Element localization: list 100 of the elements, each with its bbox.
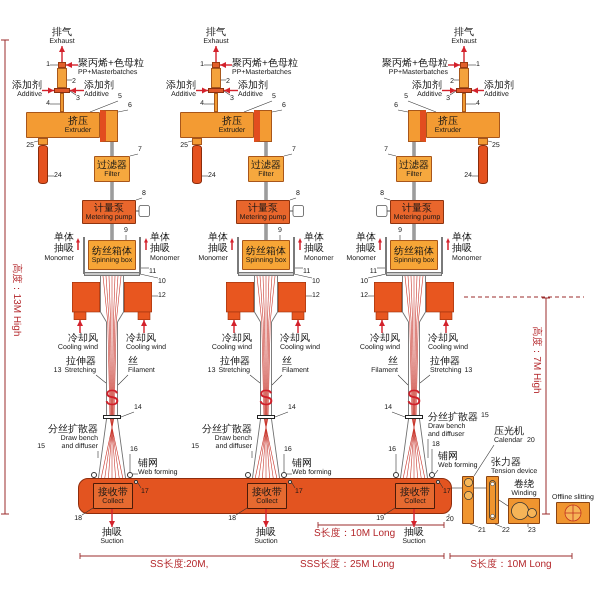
web-line: [498, 500, 508, 506]
drive-motor: [38, 145, 48, 184]
machine-label: 纺丝箱体: [92, 246, 132, 256]
flow-label: 添加剂: [484, 80, 514, 91]
feed-pipe: [214, 93, 218, 112]
drawing-duct: [106, 322, 118, 415]
machine-label: 张力器: [491, 457, 521, 468]
leader-line: [118, 110, 128, 112]
melt-pipe: [110, 224, 114, 240]
filter-block: [396, 156, 432, 182]
leader-line: [120, 412, 134, 418]
machine-label: 计量泵: [248, 202, 278, 214]
dimension-label: 高度：7M High: [530, 326, 542, 394]
melt-flange: [254, 110, 272, 142]
feed-pipe: [462, 93, 466, 112]
guide-roller: [281, 472, 287, 478]
gearbox: [38, 138, 48, 145]
callout-label: 铺网: [138, 458, 158, 469]
drive-motor: [192, 145, 202, 184]
leader-line: [140, 274, 158, 278]
machine-label: 接收带: [98, 486, 128, 498]
leader-line: [136, 198, 142, 200]
callout-label: 拉伸器: [430, 356, 460, 367]
flow-label: 抽吸: [404, 527, 424, 538]
stage-mark: S: [406, 386, 422, 410]
machine-label: 挤压: [438, 116, 458, 126]
melt-pipe: [412, 182, 416, 200]
additive-inlet-ring: [456, 88, 472, 93]
callout-label: 拉伸器: [220, 356, 250, 367]
flow-arrow: [472, 88, 484, 94]
leader-line: [294, 274, 312, 278]
guide-roller: [393, 472, 399, 478]
melt-pipe: [412, 224, 416, 240]
callout-label: 丝: [388, 356, 398, 367]
dimension-label: S长度：10M Long: [314, 528, 396, 539]
flow-label: 排气: [206, 27, 226, 38]
guide-roller: [288, 480, 292, 484]
melt-pipe: [110, 182, 114, 200]
flow-arrow: [379, 320, 385, 333]
leader-line: [118, 374, 128, 386]
machine-label: 挤压: [68, 116, 88, 126]
machine-label: 过滤器: [251, 160, 281, 170]
guide-roller: [245, 472, 251, 478]
drawing-duct: [408, 322, 420, 415]
quench-funnel: [100, 276, 124, 322]
guide-roller: [436, 480, 440, 484]
flow-arrow: [263, 509, 269, 527]
leader-line: [274, 412, 288, 418]
feed-hopper: [211, 68, 221, 88]
leader-line: [50, 64, 58, 66]
flow-arrow: [42, 88, 54, 94]
stage-mark: S: [258, 386, 274, 410]
feed-hopper: [57, 68, 67, 88]
leader-line: [398, 374, 408, 386]
flow-label: 单体抽吸: [452, 232, 472, 254]
melt-pipe: [412, 142, 416, 156]
spin-box: [88, 240, 136, 270]
machine-label: 计量泵: [94, 202, 124, 214]
leader-line: [188, 140, 192, 142]
spinneret-plate: [84, 272, 140, 276]
leader-line: [434, 470, 438, 474]
flow-label: 冷却风: [370, 333, 400, 344]
machine-label: 纺丝箱体: [246, 246, 286, 256]
flow-label: 添加剂: [412, 80, 442, 91]
machine-label: 接收带: [400, 486, 430, 498]
quench-funnel: [402, 276, 426, 322]
leader-line: [474, 444, 494, 476]
leader-line: [138, 482, 142, 488]
callout-label: 丝: [128, 356, 138, 367]
spin-box: [242, 240, 290, 270]
flow-label: 冷却风: [222, 333, 252, 344]
hopper-cap: [212, 62, 220, 68]
collector-box: [395, 483, 435, 509]
flow-label: 添加剂: [84, 80, 114, 91]
spinneret-plate: [238, 272, 294, 276]
flow-label: 排气: [454, 27, 474, 38]
flow-arrow: [224, 88, 238, 94]
leader-line: [96, 374, 106, 384]
flow-arrow: [77, 320, 83, 333]
flow-arrow: [66, 62, 78, 68]
flow-label: 单体抽吸: [208, 232, 228, 254]
flow-arrow: [231, 320, 237, 333]
leader-line: [408, 100, 436, 112]
flow-arrow: [196, 88, 208, 94]
callout-label: 分丝扩散器: [48, 424, 98, 435]
conveyor-belt: [78, 478, 452, 514]
guide-ring: [405, 415, 423, 419]
dimension-label: SSS长度：25M Long: [300, 559, 394, 570]
machine-label: 过滤器: [97, 160, 127, 170]
leader-line: [368, 274, 386, 278]
flow-arrow: [442, 88, 456, 94]
flow-label: 冷却风: [428, 333, 458, 344]
flow-arrow: [411, 509, 417, 527]
flow-label: 添加剂: [166, 80, 196, 91]
leader-line: [448, 514, 450, 516]
feed-hopper: [459, 68, 469, 88]
flow-arrow: [70, 88, 84, 94]
callout-label: 分丝扩散器: [428, 412, 478, 423]
leader-line: [224, 90, 230, 96]
guide-roller: [127, 472, 133, 478]
